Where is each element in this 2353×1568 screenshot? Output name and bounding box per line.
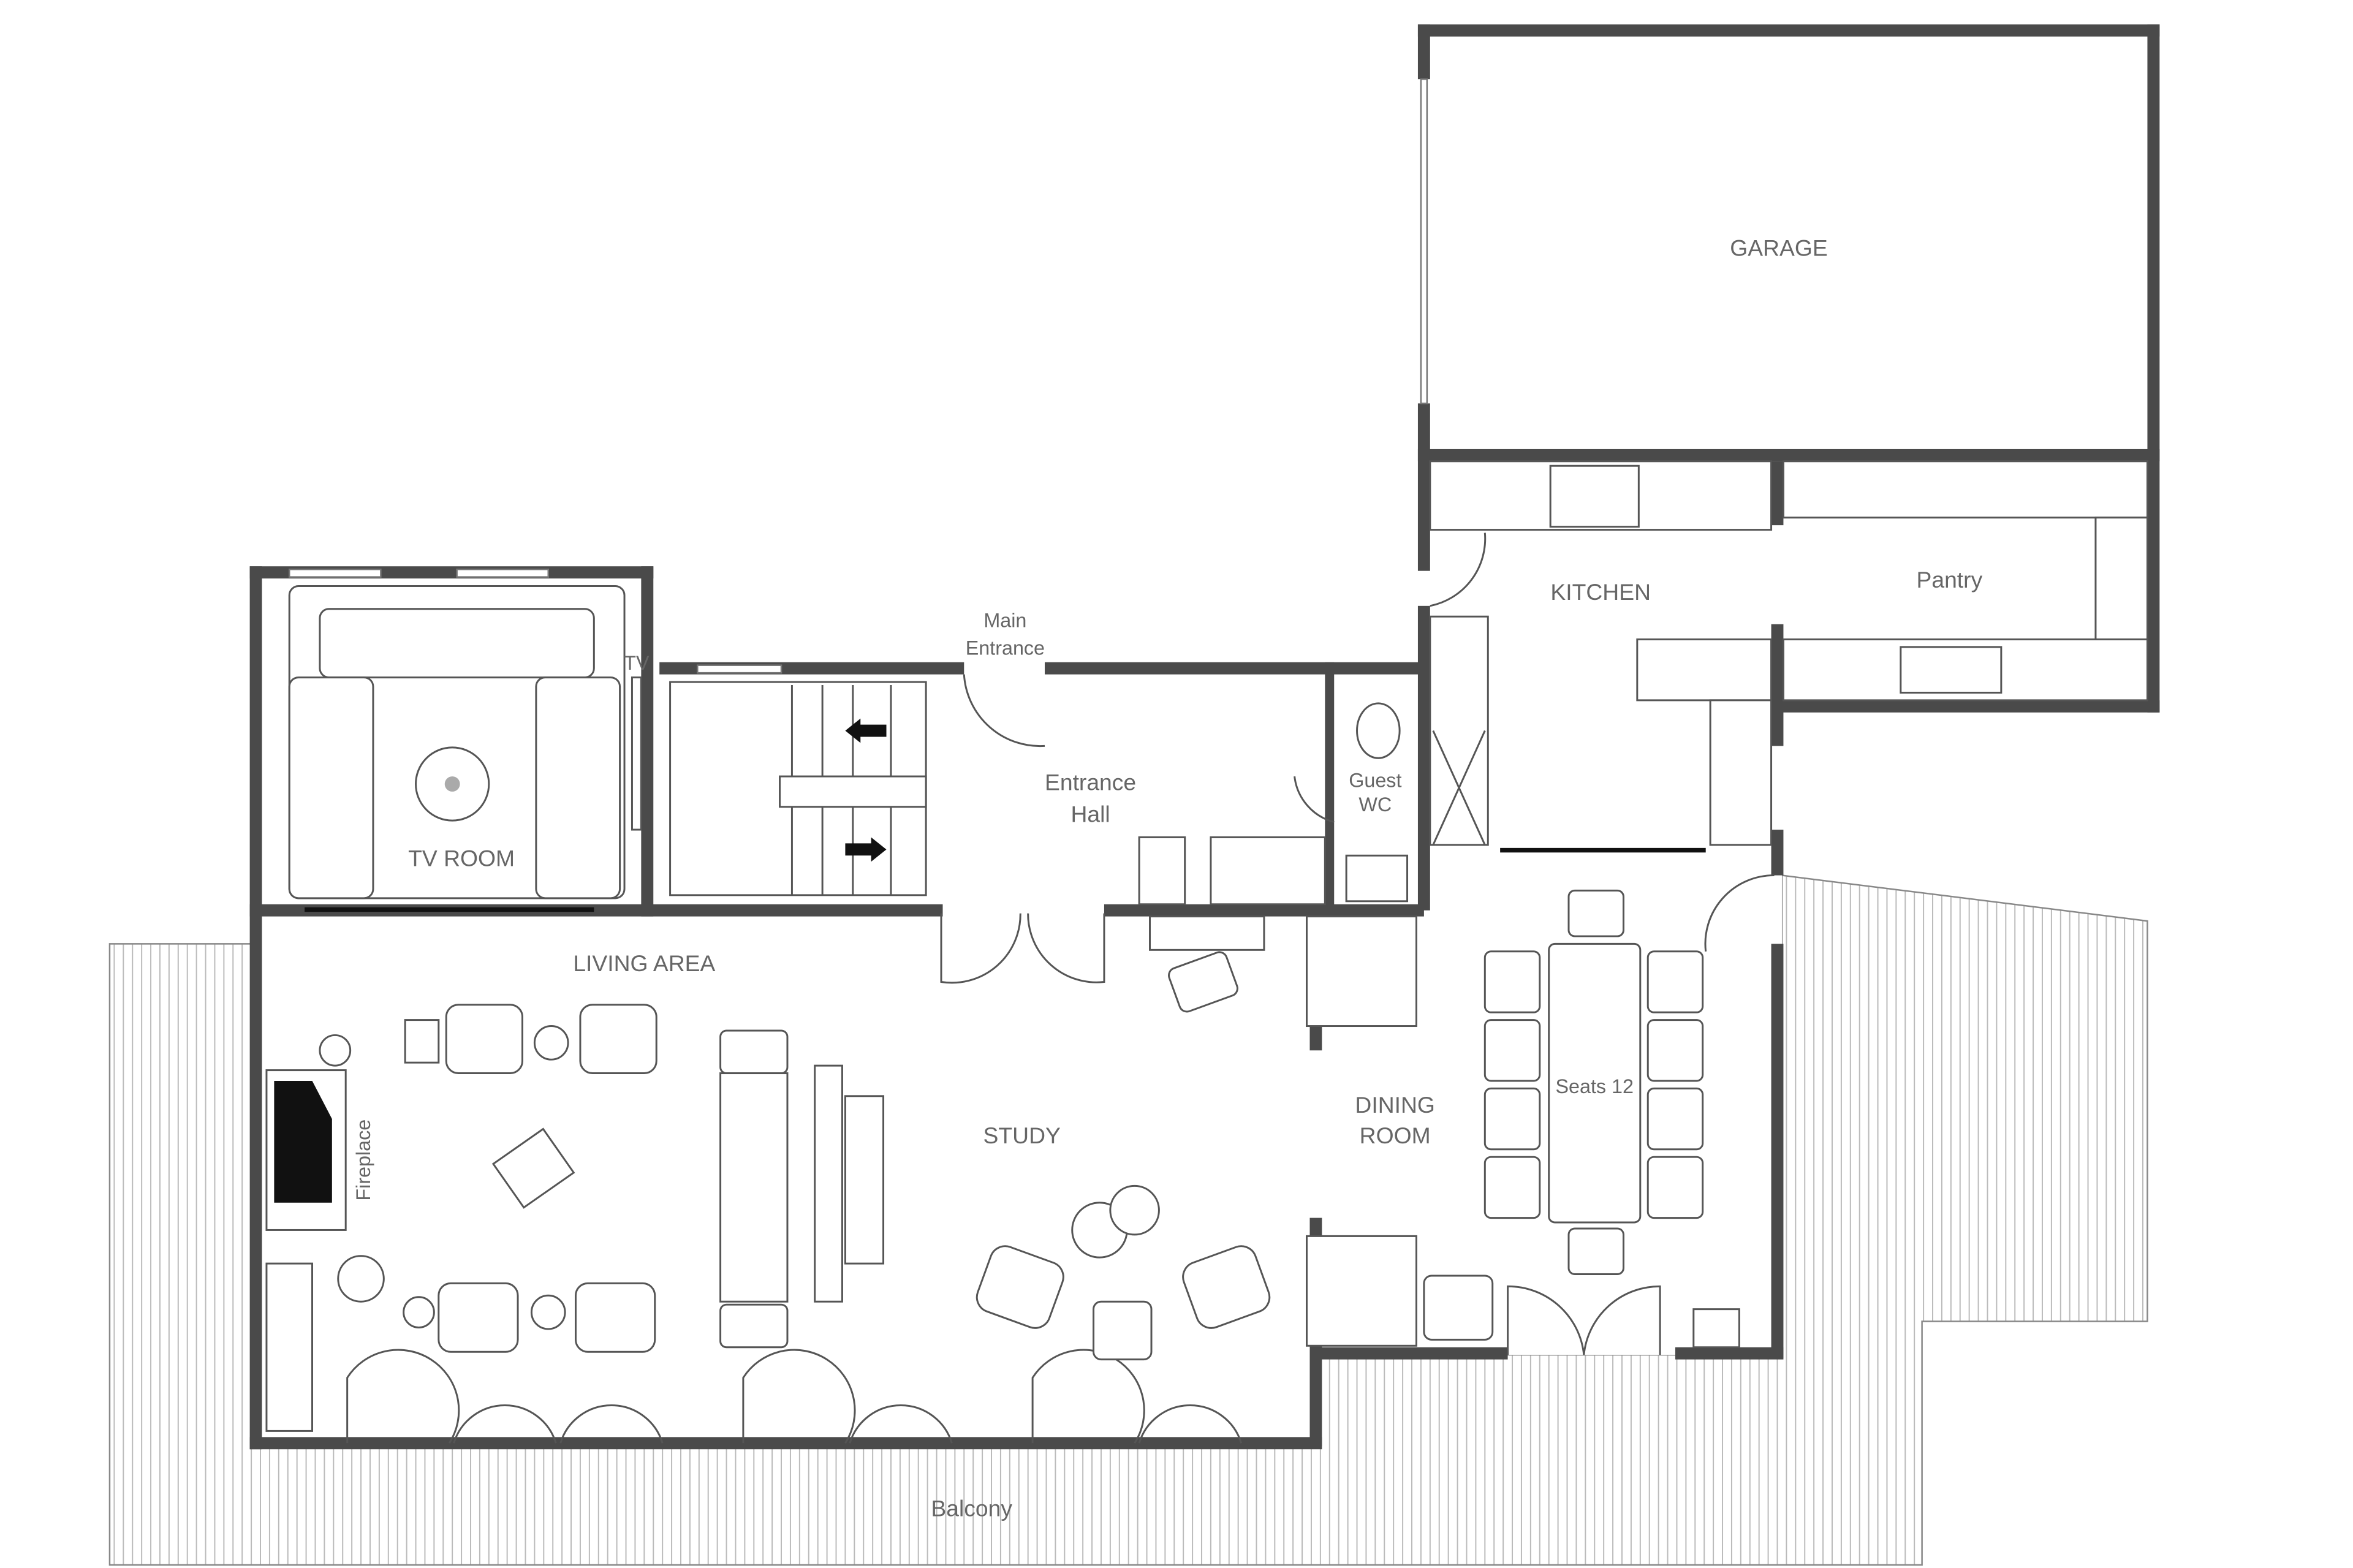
label-fireplace: Fireplace xyxy=(352,1119,374,1201)
living-furniture xyxy=(265,1004,885,1432)
label-garage: GARAGE xyxy=(1730,235,1827,260)
label-kitchen: KITCHEN xyxy=(1550,579,1651,605)
staircase xyxy=(669,681,927,896)
label-main-entrance-1: Main xyxy=(983,610,1026,632)
study-furniture xyxy=(976,836,1326,1361)
tv-room-sofa xyxy=(288,585,642,900)
label-entrance-hall-2: Hall xyxy=(1070,801,1110,827)
label-guest-wc-2: WC xyxy=(1358,793,1392,816)
label-living-area: LIVING AREA xyxy=(573,950,715,976)
label-pantry: Pantry xyxy=(1916,567,1982,593)
label-seats: Seats 12 xyxy=(1555,1075,1634,1097)
label-dining-room-2: ROOM xyxy=(1360,1123,1431,1148)
walls xyxy=(249,24,2160,1450)
label-tv: TV xyxy=(624,652,650,674)
label-balcony: Balcony xyxy=(931,1496,1012,1521)
dining-table xyxy=(1306,889,1740,1349)
sliding-doors xyxy=(305,847,1706,912)
label-entrance-hall-1: Entrance xyxy=(1045,769,1136,795)
room-labels: GARAGE KITCHEN Pantry Main Entrance Entr… xyxy=(352,235,1983,1521)
guest-wc-fixtures xyxy=(1345,702,1409,903)
label-dining-room-1: DINING xyxy=(1355,1092,1434,1118)
label-tv-room: TV ROOM xyxy=(408,846,515,871)
label-main-entrance-2: Entrance xyxy=(966,637,1045,659)
label-guest-wc-1: Guest xyxy=(1349,769,1401,791)
kitchen-units xyxy=(1429,460,2148,846)
label-study: STUDY xyxy=(983,1123,1061,1148)
door-swings xyxy=(346,532,1775,1444)
